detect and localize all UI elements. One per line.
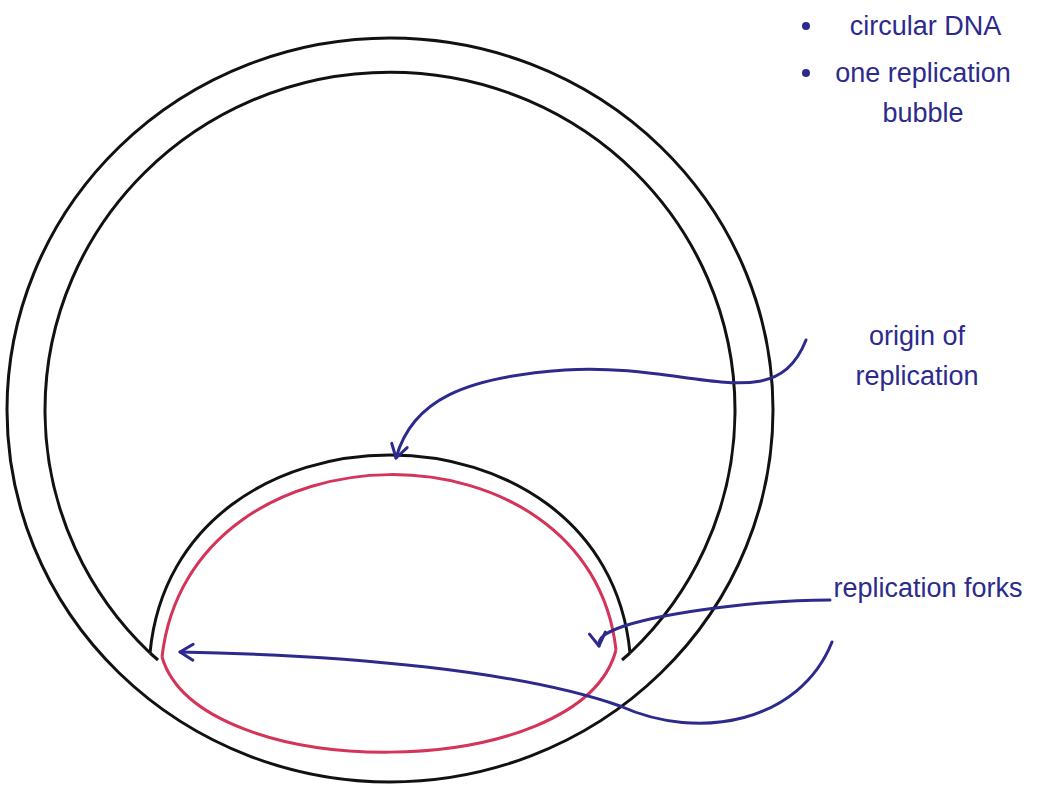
- callout-label: circular DNA: [850, 6, 1002, 46]
- label-box: replication forks: [828, 568, 1028, 608]
- bullet: [802, 22, 810, 30]
- label-box: circular DNA: [818, 6, 1033, 46]
- bullet: [802, 69, 810, 77]
- leader-line: [599, 600, 830, 646]
- bubble-strand: [150, 455, 630, 653]
- outer-strand: [7, 38, 773, 782]
- new-strand: [162, 475, 616, 657]
- notch: [622, 653, 630, 660]
- leader-line: [396, 340, 806, 458]
- inner-strand: [45, 72, 735, 653]
- callout-label: replication forks: [833, 568, 1022, 608]
- label-box: one replication bubble: [812, 53, 1034, 133]
- new-strand: [162, 650, 616, 752]
- leader-line: [180, 642, 832, 723]
- label-box: origin of replication: [812, 316, 1022, 396]
- notch: [150, 653, 158, 660]
- callout-label: origin of replication: [812, 316, 1022, 396]
- callout-label: one replication bubble: [812, 53, 1034, 133]
